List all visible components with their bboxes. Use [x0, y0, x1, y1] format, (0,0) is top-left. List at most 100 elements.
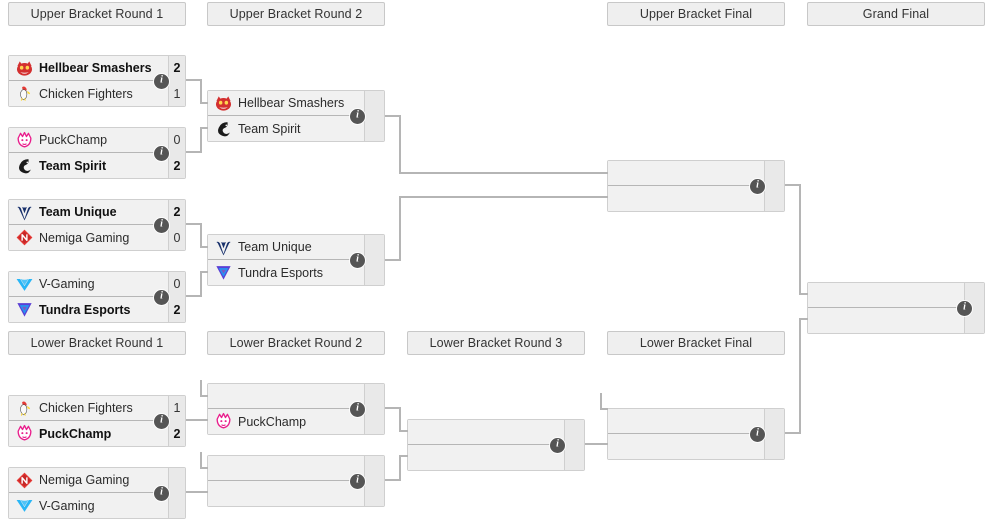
- nemiga-gaming-logo: [9, 225, 39, 250]
- team-score: [364, 383, 384, 409]
- connector-ubr2-m1-drop: [399, 115, 401, 174]
- round-header-lower-bracket-round-1[interactable]: Lower Bracket Round 1: [8, 331, 186, 355]
- match-info-icon[interactable]: i: [550, 437, 565, 453]
- match-info-glyph: i: [160, 486, 163, 498]
- team-unique-logo: [9, 200, 39, 225]
- team-logo-placeholder: [608, 186, 638, 211]
- match-info-glyph: i: [963, 301, 966, 313]
- team-name: PuckChamp: [238, 414, 307, 429]
- match-ubr2-m1[interactable]: Hellbear Smashers Team Spirit i: [207, 90, 385, 142]
- team-logo-placeholder: [608, 409, 638, 434]
- team-name: Nemiga Gaming: [39, 230, 130, 245]
- round-header-lower-bracket-final[interactable]: Lower Bracket Final: [607, 331, 785, 355]
- connector-lbr2-m2-rise: [399, 455, 401, 481]
- team-score: 0: [168, 225, 185, 250]
- match-info-icon[interactable]: i: [154, 485, 169, 501]
- connector-ubr2-m2-out: [385, 259, 401, 261]
- match-ubr1-m2[interactable]: PuckChamp 0 Team Spirit 2 i: [8, 127, 186, 179]
- match-row-top[interactable]: Team Unique: [208, 234, 384, 260]
- match-info-icon[interactable]: i: [350, 108, 365, 124]
- match-ubr2-m2[interactable]: Team Unique Tundra Esports i: [207, 234, 385, 286]
- match-info-icon[interactable]: i: [154, 145, 169, 161]
- match-info-icon[interactable]: i: [750, 426, 765, 442]
- team-score: [764, 186, 784, 211]
- round-header-upper-bracket-final[interactable]: Upper Bracket Final: [607, 2, 785, 26]
- match-info-icon[interactable]: i: [350, 401, 365, 417]
- team-score: 2: [168, 55, 185, 81]
- team-score: [764, 408, 784, 434]
- team-logo-placeholder: [808, 283, 838, 308]
- connector-into-gf-top: [799, 293, 808, 295]
- team-logo-placeholder: [408, 420, 438, 445]
- tundra-esports-logo: [9, 297, 39, 322]
- round-header-lower-bracket-round-3[interactable]: Lower Bracket Round 3: [407, 331, 585, 355]
- match-row-bottom[interactable]: [808, 308, 984, 333]
- team-score: 0: [168, 127, 185, 153]
- team-name: Chicken Fighters: [39, 86, 133, 101]
- connector-ubr1-m4-out: [186, 295, 202, 297]
- team-unique-logo: [208, 235, 238, 260]
- match-info-icon[interactable]: i: [154, 73, 169, 89]
- match-row-top[interactable]: Nemiga Gaming: [9, 467, 185, 493]
- match-lbr2-m2[interactable]: i: [207, 455, 385, 507]
- match-info-glyph: i: [756, 179, 759, 191]
- connector-lbr2-m1-out: [385, 407, 401, 409]
- match-ubr1-m1[interactable]: Hellbear Smashers 2 Chicken Fighters 1 i: [8, 55, 186, 107]
- match-info-glyph: i: [356, 109, 359, 121]
- team-score: [964, 282, 984, 308]
- match-lbr2-m1[interactable]: PuckChamp i: [207, 383, 385, 435]
- round-header-upper-bracket-round-1[interactable]: Upper Bracket Round 1: [8, 2, 186, 26]
- match-info-glyph: i: [356, 474, 359, 486]
- connector-ubr1-m1-drop: [200, 79, 202, 104]
- team-score: [364, 90, 384, 116]
- match-info-icon[interactable]: i: [957, 300, 972, 316]
- match-grand-final[interactable]: i: [807, 282, 985, 334]
- team-name: PuckChamp: [39, 426, 112, 441]
- team-score: [364, 260, 384, 285]
- match-row-top[interactable]: [808, 282, 984, 308]
- match-info-icon[interactable]: i: [154, 413, 169, 429]
- match-info-icon[interactable]: i: [154, 217, 169, 233]
- round-header-grand-final[interactable]: Grand Final: [807, 2, 985, 26]
- match-info-icon[interactable]: i: [350, 252, 365, 268]
- team-logo-placeholder: [608, 434, 638, 459]
- team-score: 2: [168, 199, 185, 225]
- match-upper-bracket-final[interactable]: i: [607, 160, 785, 212]
- round-header-lower-bracket-round-2[interactable]: Lower Bracket Round 2: [207, 331, 385, 355]
- connector-lbr2-m2-top-feed: [200, 452, 202, 469]
- puckchamp-logo: [208, 409, 238, 434]
- match-lbr1-m2[interactable]: Nemiga Gaming V-Gaming i: [8, 467, 186, 519]
- connector-ubr1-m2-out: [186, 151, 202, 153]
- match-row-bottom[interactable]: Nemiga Gaming 0: [9, 225, 185, 250]
- connector-ubr1-m3-drop: [200, 223, 202, 248]
- match-info-icon[interactable]: i: [750, 178, 765, 194]
- match-lbr1-m1[interactable]: Chicken Fighters 1 PuckChamp 2 i: [8, 395, 186, 447]
- round-header-upper-bracket-round-2[interactable]: Upper Bracket Round 2: [207, 2, 385, 26]
- connector-into-ubr2-m2-top: [200, 246, 208, 248]
- match-lower-bracket-final[interactable]: i: [607, 408, 785, 460]
- team-score: [764, 160, 784, 186]
- v-gaming-logo: [9, 272, 39, 297]
- round-header-label: Upper Bracket Final: [639, 7, 753, 21]
- match-ubr1-m4[interactable]: V-Gaming 0 Tundra Esports 2 i: [8, 271, 186, 323]
- match-info-icon[interactable]: i: [350, 473, 365, 489]
- match-row-bottom[interactable]: Tundra Esports: [208, 260, 384, 285]
- match-row-top[interactable]: Hellbear Smashers 2: [9, 55, 185, 81]
- connector-ubr1-m2-rise: [200, 127, 202, 153]
- match-row-bottom[interactable]: PuckChamp: [208, 409, 384, 434]
- connector-into-ubr2-m2-bottom: [200, 271, 208, 273]
- connector-into-lbr3-bottom: [399, 455, 408, 457]
- team-score: 1: [168, 395, 185, 421]
- match-ubr1-m3[interactable]: Team Unique 2 Nemiga Gaming 0 i: [8, 199, 186, 251]
- team-name: Nemiga Gaming: [39, 473, 130, 487]
- match-info-glyph: i: [356, 402, 359, 414]
- team-score: [168, 467, 185, 493]
- match-info-icon[interactable]: i: [154, 289, 169, 305]
- match-info-glyph: i: [556, 438, 559, 450]
- match-lower-bracket-round-3[interactable]: i: [407, 419, 585, 471]
- team-score: 1: [168, 81, 185, 106]
- team-name: Hellbear Smashers: [238, 96, 345, 110]
- team-score: [364, 234, 384, 260]
- chicken-fighters-logo: [9, 81, 39, 106]
